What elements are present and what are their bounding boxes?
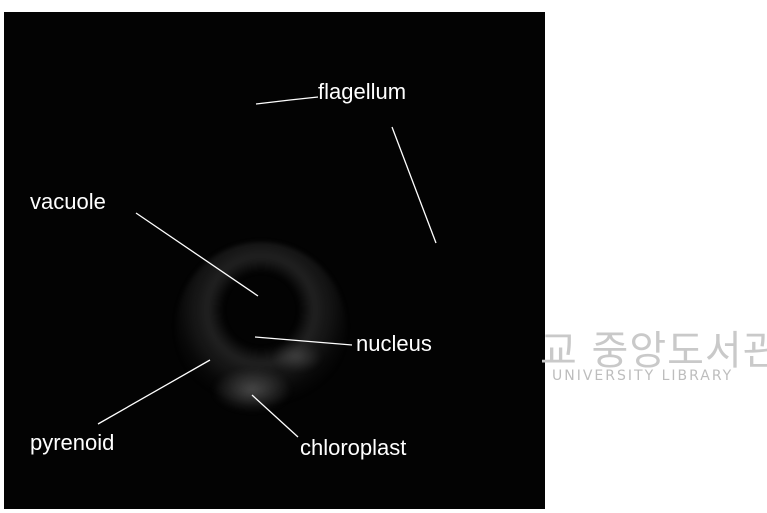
nucleus-leader — [255, 337, 352, 345]
chloroplast-label: chloroplast — [300, 437, 406, 459]
flagellum-label: flagellum — [318, 81, 406, 103]
pyrenoid-leader — [98, 360, 210, 424]
nucleus-label: nucleus — [356, 333, 432, 355]
flagellum-leader-left — [256, 97, 318, 104]
chloroplast-leader — [252, 395, 298, 437]
vacuole-leader — [136, 213, 258, 296]
watermark-english: UNIVERSITY LIBRARY — [552, 368, 733, 384]
flagellum-leader-right — [392, 127, 436, 243]
pyrenoid-label: pyrenoid — [30, 432, 114, 454]
vacuole-label: vacuole — [30, 191, 106, 213]
